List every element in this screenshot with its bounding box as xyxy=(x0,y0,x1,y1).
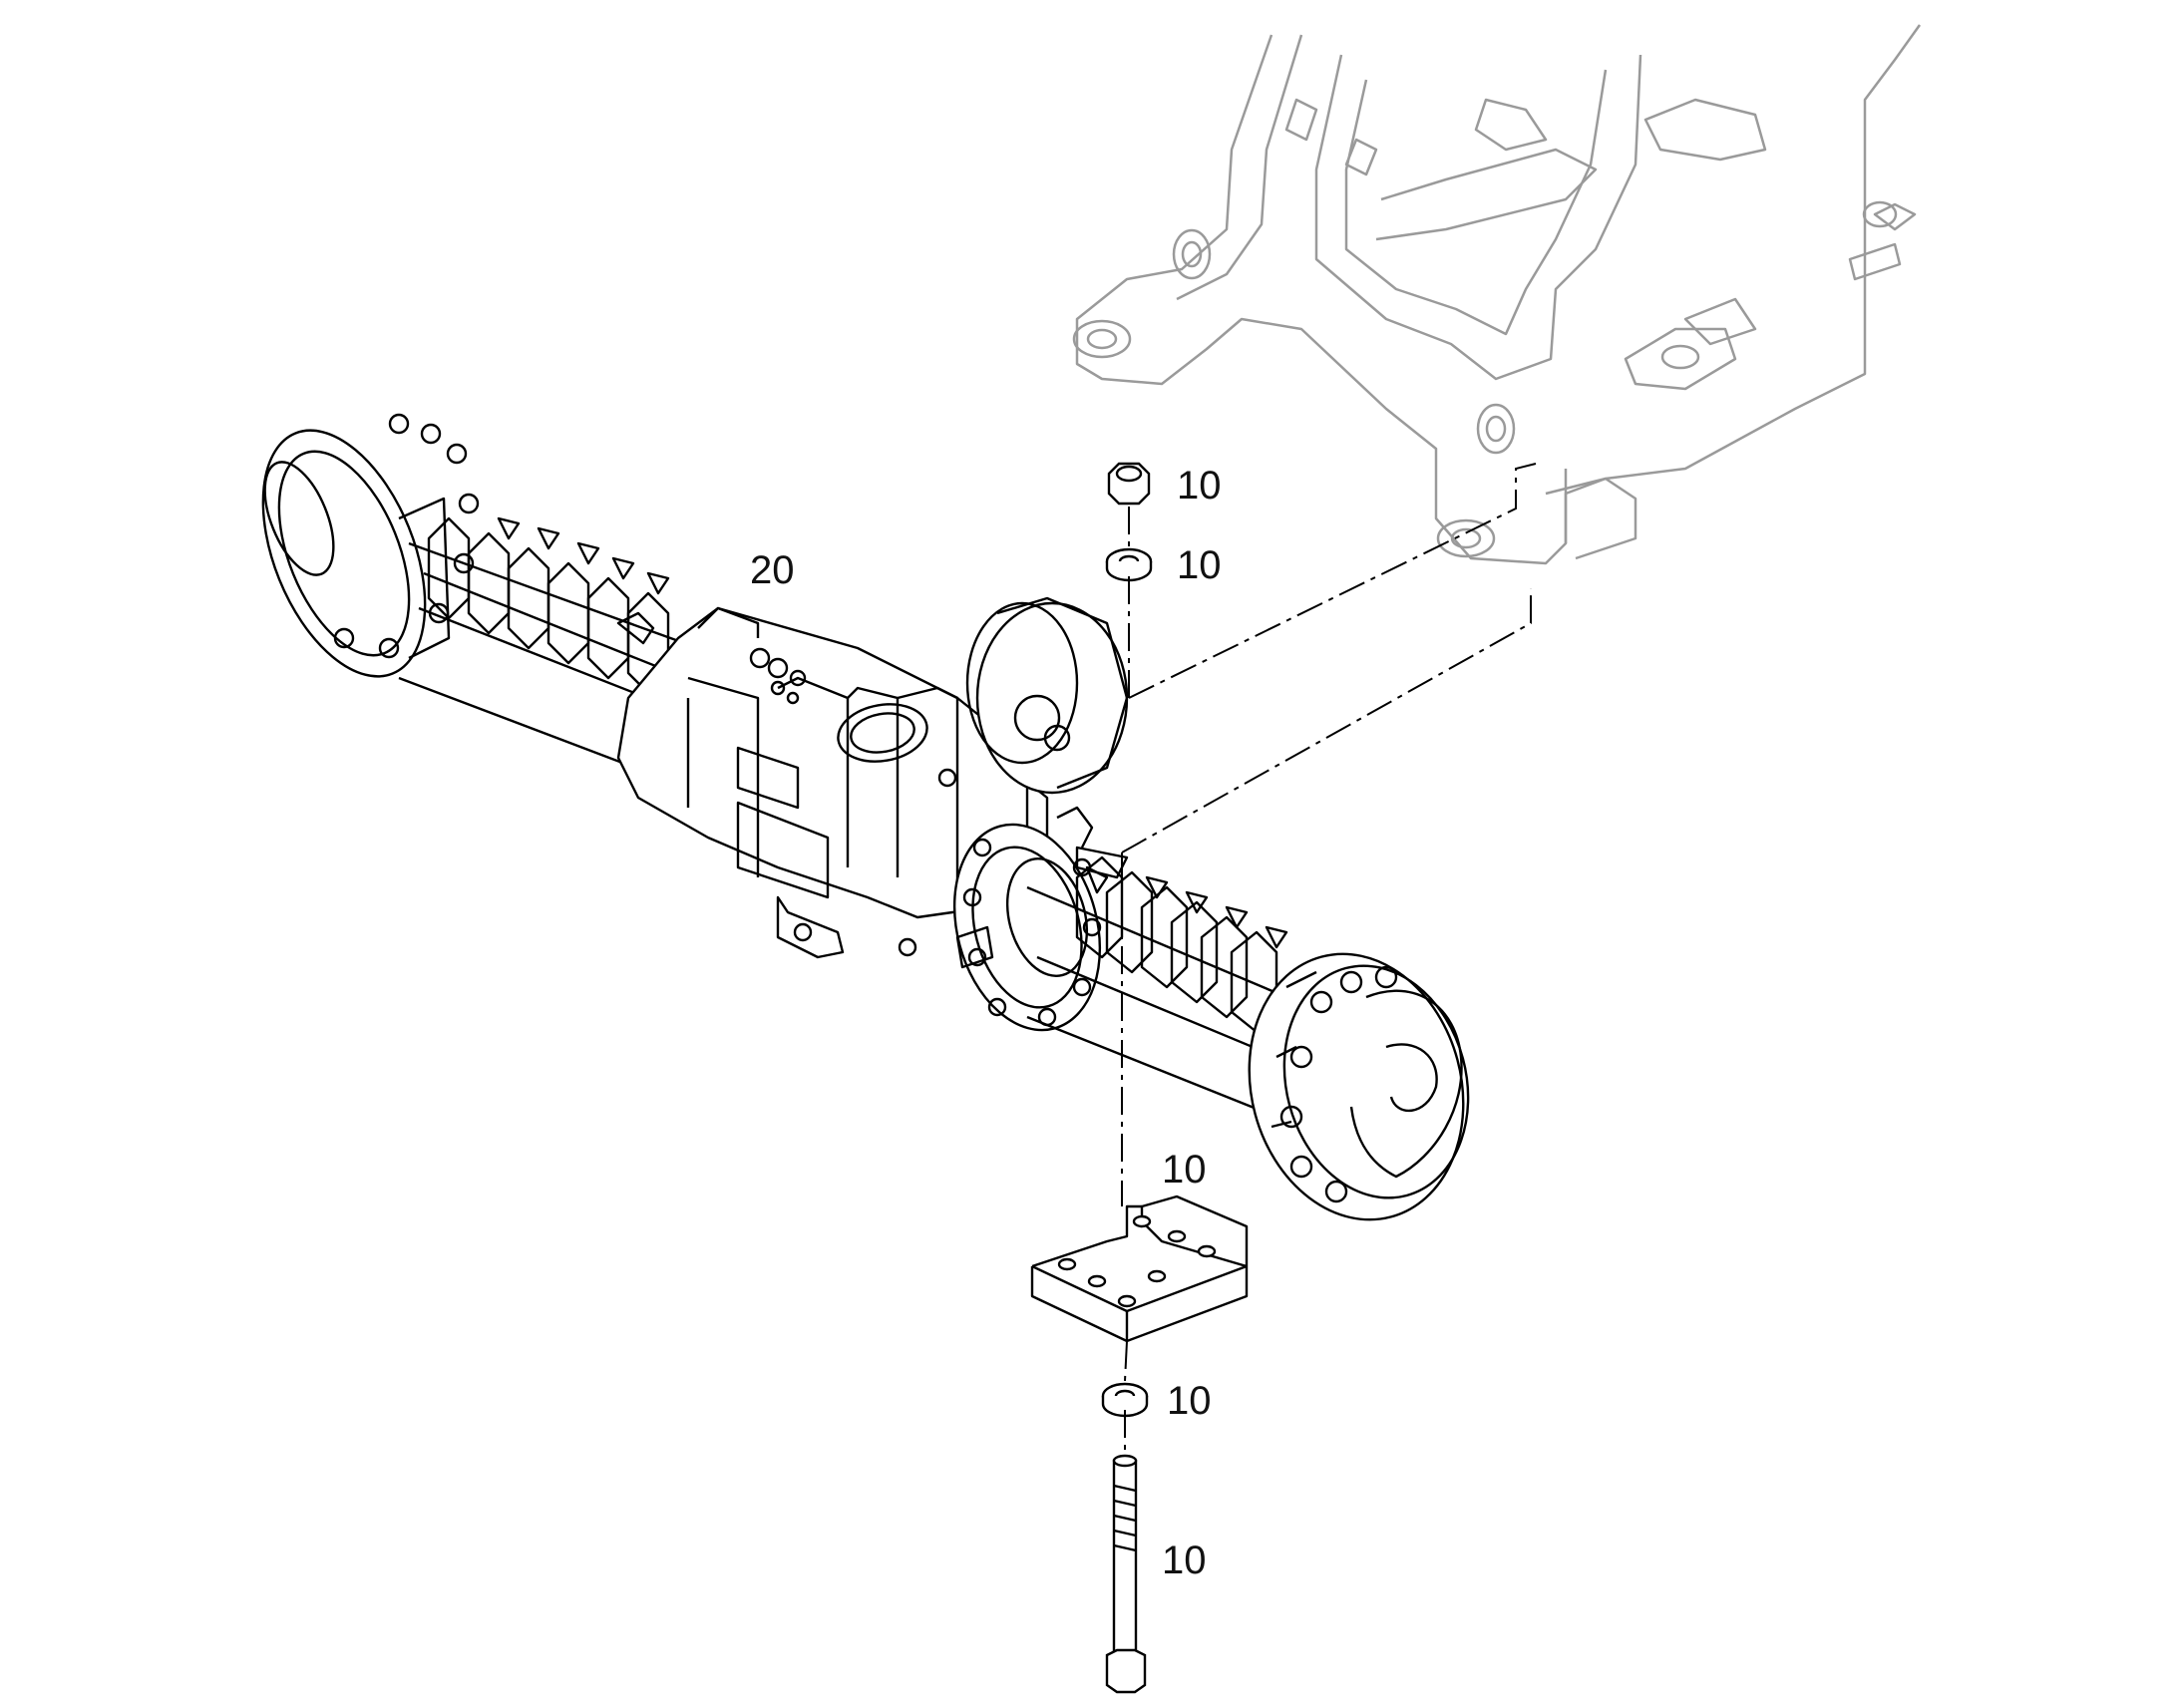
callout-axle: 20 xyxy=(750,548,795,592)
callout-nut: 10 xyxy=(1177,464,1222,508)
mount-plate xyxy=(1030,1195,1249,1343)
left-wheel-hub xyxy=(261,413,480,678)
assembly-centerlines xyxy=(1121,463,1537,1456)
axle-assembly xyxy=(261,413,1470,1221)
callout-lower-washer: 10 xyxy=(1167,1379,1212,1423)
upper-washer xyxy=(1105,547,1153,582)
differential-housing xyxy=(616,606,1049,959)
right-wheel-hub xyxy=(1248,952,1470,1221)
callout-bolt: 10 xyxy=(1162,1538,1207,1582)
hex-nut xyxy=(1107,462,1151,506)
callout-upper-washer: 10 xyxy=(1177,543,1222,587)
input-shaft-flange xyxy=(965,596,1129,795)
lower-washer xyxy=(1101,1382,1149,1418)
bolt xyxy=(1105,1454,1147,1694)
chassis-frame xyxy=(1072,24,1922,565)
callout-mount-plate: 10 xyxy=(1162,1148,1207,1192)
